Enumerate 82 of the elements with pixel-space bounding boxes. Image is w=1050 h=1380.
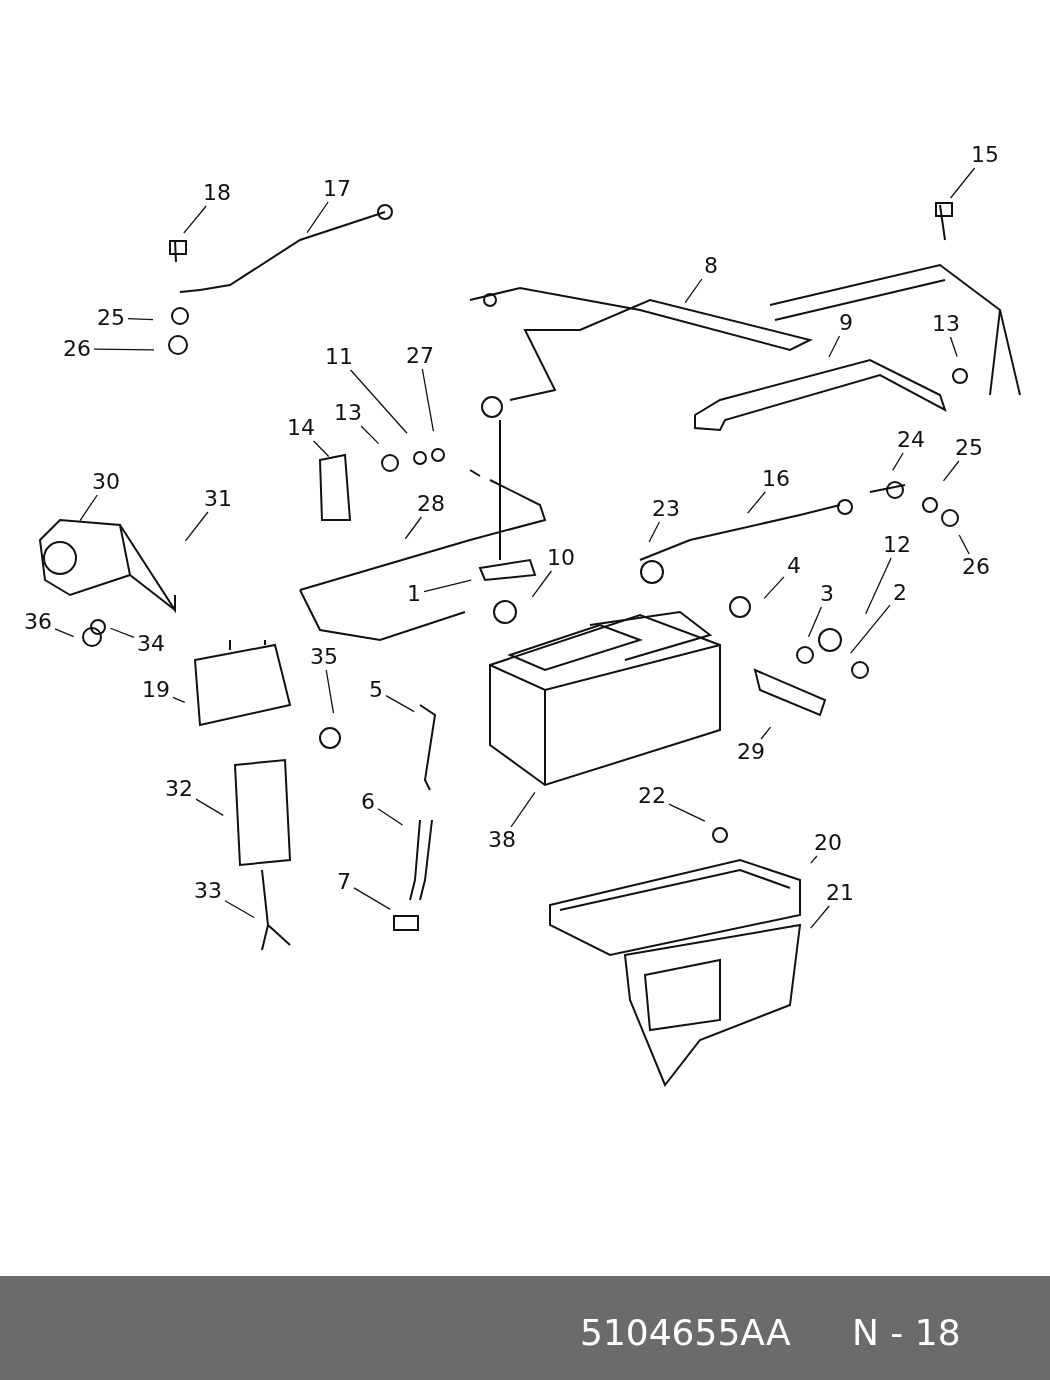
callout-number: 10 bbox=[546, 546, 576, 570]
callout-number: 24 bbox=[896, 428, 926, 452]
callout-number: 27 bbox=[405, 344, 435, 368]
callout-number: 34 bbox=[136, 632, 166, 656]
leader-line bbox=[404, 516, 423, 540]
callout-number: 31 bbox=[203, 487, 233, 511]
callout-number: 28 bbox=[416, 492, 446, 516]
callout-number: 19 bbox=[141, 678, 171, 702]
callout-number: 25 bbox=[96, 306, 126, 330]
callout-number: 13 bbox=[333, 401, 363, 425]
callout-number: 35 bbox=[309, 645, 339, 669]
leader-line bbox=[385, 695, 415, 713]
leader-line bbox=[648, 521, 660, 543]
callout-number: 7 bbox=[336, 870, 352, 894]
leader-line bbox=[421, 368, 435, 432]
callout-number: 21 bbox=[825, 881, 855, 905]
leader-line bbox=[360, 425, 380, 445]
leader-line bbox=[377, 808, 404, 826]
leader-line bbox=[224, 900, 255, 919]
callout-number: 5 bbox=[368, 678, 384, 702]
callout-number: 23 bbox=[651, 497, 681, 521]
leader-line bbox=[313, 440, 330, 458]
callout-number: 36 bbox=[23, 610, 53, 634]
leader-line bbox=[892, 452, 904, 471]
callout-number: 38 bbox=[487, 828, 517, 852]
leader-line bbox=[531, 570, 553, 598]
leader-line bbox=[760, 726, 772, 740]
leader-line bbox=[79, 494, 98, 522]
leader-line bbox=[423, 579, 472, 593]
callout-number: 9 bbox=[838, 311, 854, 335]
leader-line bbox=[958, 534, 970, 555]
callout-number: 17 bbox=[322, 177, 352, 201]
leader-line bbox=[747, 491, 766, 514]
leader-line bbox=[828, 335, 841, 358]
leader-line bbox=[510, 791, 536, 828]
callout-number: 13 bbox=[931, 312, 961, 336]
part-number: 5104655AA bbox=[580, 1312, 791, 1354]
leader-line bbox=[93, 348, 155, 351]
leader-line bbox=[54, 628, 75, 638]
leader-line bbox=[668, 803, 706, 822]
leader-line bbox=[183, 205, 207, 234]
leader-line bbox=[949, 336, 958, 358]
callout-number: 4 bbox=[786, 554, 802, 578]
leader-line bbox=[850, 604, 891, 654]
leader-line bbox=[949, 167, 976, 199]
page-number: N - 18 bbox=[852, 1312, 961, 1354]
callout-number: 6 bbox=[360, 790, 376, 814]
callout-number: 29 bbox=[736, 740, 766, 764]
leader-line bbox=[807, 606, 823, 638]
callout-number: 18 bbox=[202, 181, 232, 205]
leader-line bbox=[195, 798, 224, 817]
callout-number: 8 bbox=[703, 254, 719, 278]
callout-number: 32 bbox=[164, 777, 194, 801]
leader-line bbox=[810, 855, 818, 864]
callout-number: 33 bbox=[193, 879, 223, 903]
callout-number: 26 bbox=[961, 555, 991, 579]
leader-line bbox=[942, 460, 960, 482]
leader-line bbox=[172, 696, 186, 704]
callout-number: 22 bbox=[637, 784, 667, 808]
leader-line bbox=[353, 887, 391, 911]
callout-number: 2 bbox=[892, 581, 908, 605]
callout-number: 26 bbox=[62, 337, 92, 361]
callout-number: 15 bbox=[970, 143, 1000, 167]
callout-number: 12 bbox=[882, 533, 912, 557]
leader-line bbox=[109, 627, 135, 639]
leader-line bbox=[325, 669, 335, 714]
callout-number: 1 bbox=[406, 582, 422, 606]
leader-line bbox=[763, 576, 785, 600]
leader-line bbox=[684, 278, 703, 304]
leader-line bbox=[306, 201, 329, 234]
callout-number: 16 bbox=[761, 467, 791, 491]
leader-line bbox=[810, 905, 830, 929]
leader-line bbox=[349, 369, 408, 434]
leader-line bbox=[865, 557, 892, 615]
callout-number: 20 bbox=[813, 831, 843, 855]
callout-number: 14 bbox=[286, 416, 316, 440]
leader-line bbox=[127, 318, 154, 321]
callout-number: 25 bbox=[954, 436, 984, 460]
callout-number: 30 bbox=[91, 470, 121, 494]
callout-number: 3 bbox=[819, 582, 835, 606]
leader-line bbox=[184, 511, 209, 542]
callout-number: 11 bbox=[324, 345, 354, 369]
